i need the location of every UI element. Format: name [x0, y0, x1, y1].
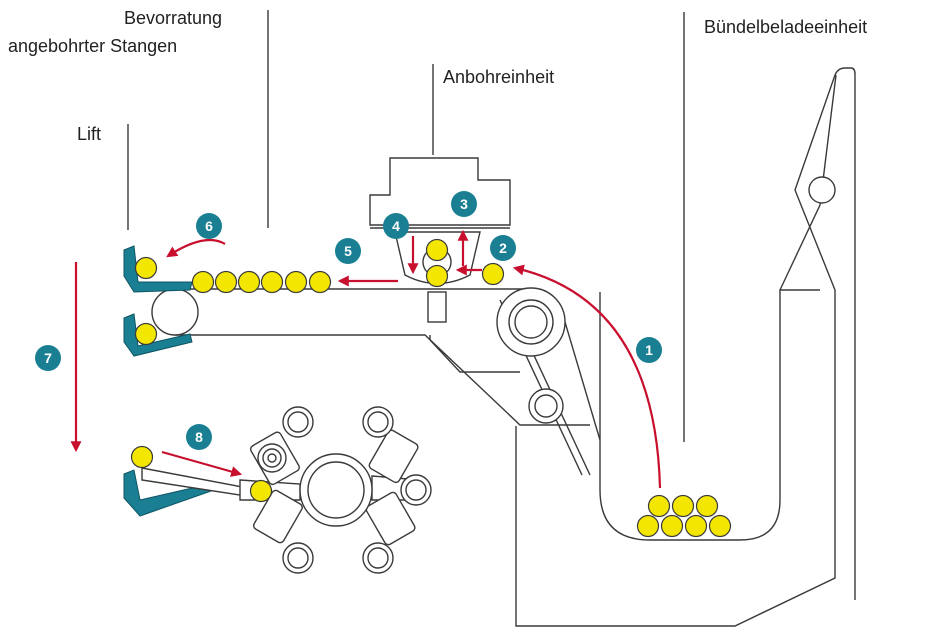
label-buendelbeladeeinheit: Bündelbeladeeinheit [704, 17, 868, 37]
rods [130, 238, 732, 538]
front-roller [151, 288, 199, 336]
drive-sprockets [496, 287, 566, 424]
arrow-step-8 [161, 450, 243, 477]
label-bevorratung-line2: angebohrter Stangen [8, 36, 178, 56]
step-badge-6: 6 [196, 213, 222, 239]
step-badge-3: 3 [451, 191, 477, 217]
arrow-step-6 [166, 238, 226, 258]
label-anbohreinheit: Anbohreinheit [443, 67, 555, 87]
bundle-loader-housing [515, 67, 856, 627]
step-badge-8: 8 [186, 424, 212, 450]
label-lift: Lift [77, 124, 102, 144]
step-badge-2: 2 [490, 235, 516, 261]
step-badge-1: 1 [636, 337, 662, 363]
label-bevorratung-line1: Bevorratung [124, 8, 223, 28]
pivot-circle [808, 176, 836, 204]
process-arrows [70, 229, 662, 489]
arrow-step-1 [512, 264, 662, 489]
step-badge-5: 5 [335, 238, 361, 264]
step-badge-7: 7 [35, 345, 61, 371]
step-badge-4: 4 [383, 213, 409, 239]
label-leader-lines [127, 10, 685, 442]
